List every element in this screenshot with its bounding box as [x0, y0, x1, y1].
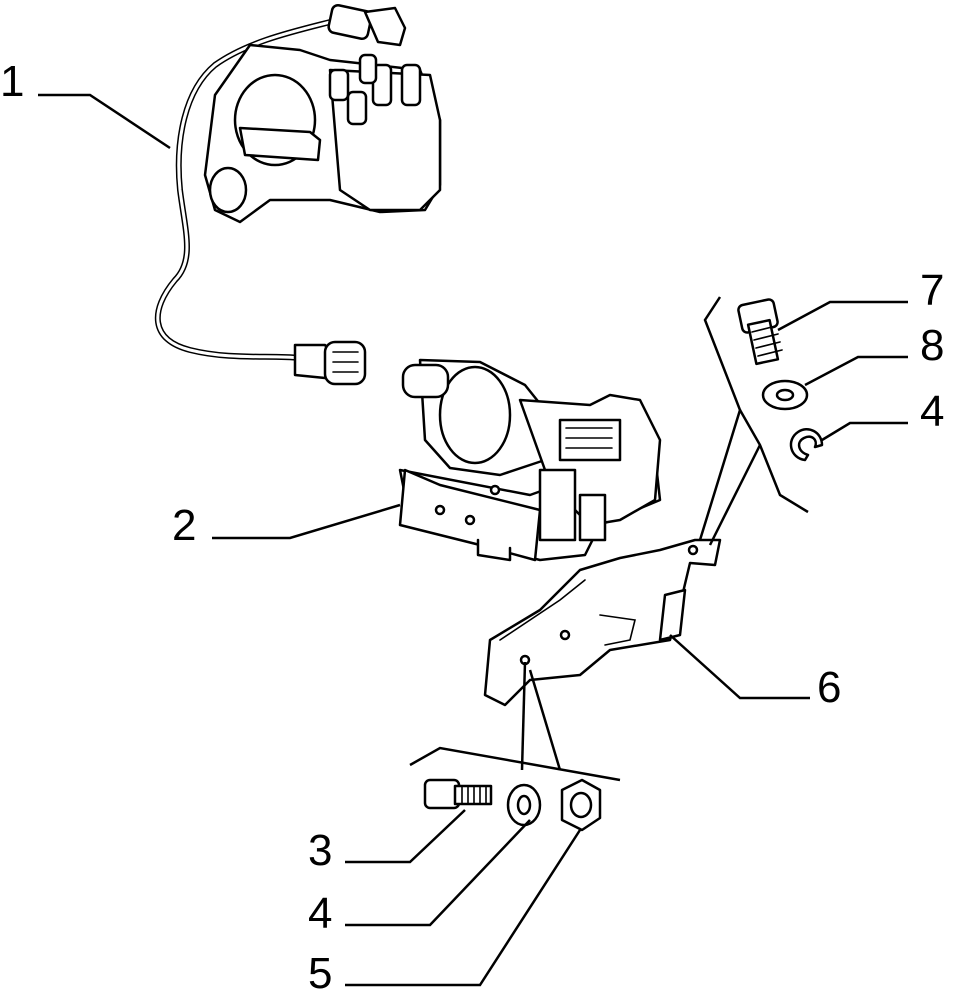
leader-7	[777, 300, 908, 332]
part-7-bolt	[737, 298, 783, 366]
part-8-flat-washer	[761, 379, 809, 411]
leader-1	[38, 93, 171, 150]
part-3-bolt	[423, 778, 493, 810]
leader-5	[345, 829, 582, 987]
leader-2	[212, 503, 401, 540]
callout-7: 7	[920, 266, 944, 315]
callout-6: 6	[817, 663, 841, 712]
leader-6	[669, 634, 810, 700]
callout-2: 2	[172, 501, 196, 550]
leader-3	[345, 809, 466, 864]
leader-4-upper	[821, 421, 908, 442]
callout-8: 8	[920, 321, 944, 370]
part-5-nut	[560, 778, 602, 832]
leader-lines	[38, 93, 908, 987]
callout-4-lower: 4	[308, 889, 332, 938]
part-4-spring-washer-upper	[789, 428, 824, 462]
lower-fastener-bracket-lines	[409, 661, 621, 782]
part-2-ignition-module	[398, 358, 662, 562]
part-4-spring-washer-lower	[506, 783, 542, 827]
callout-4-upper: 4	[920, 387, 944, 436]
part-6-mounting-bracket	[483, 538, 722, 707]
part-1-distributor	[154, 4, 442, 386]
callout-numbers: 1 2 3 4 4 5 6 7 8	[0, 57, 944, 990]
upper-fastener-bracket-lines	[698, 296, 809, 546]
callout-1: 1	[0, 57, 24, 106]
callout-5: 5	[308, 949, 332, 990]
leader-8	[804, 355, 908, 387]
callout-3: 3	[308, 826, 332, 875]
leader-4-lower	[345, 819, 531, 927]
